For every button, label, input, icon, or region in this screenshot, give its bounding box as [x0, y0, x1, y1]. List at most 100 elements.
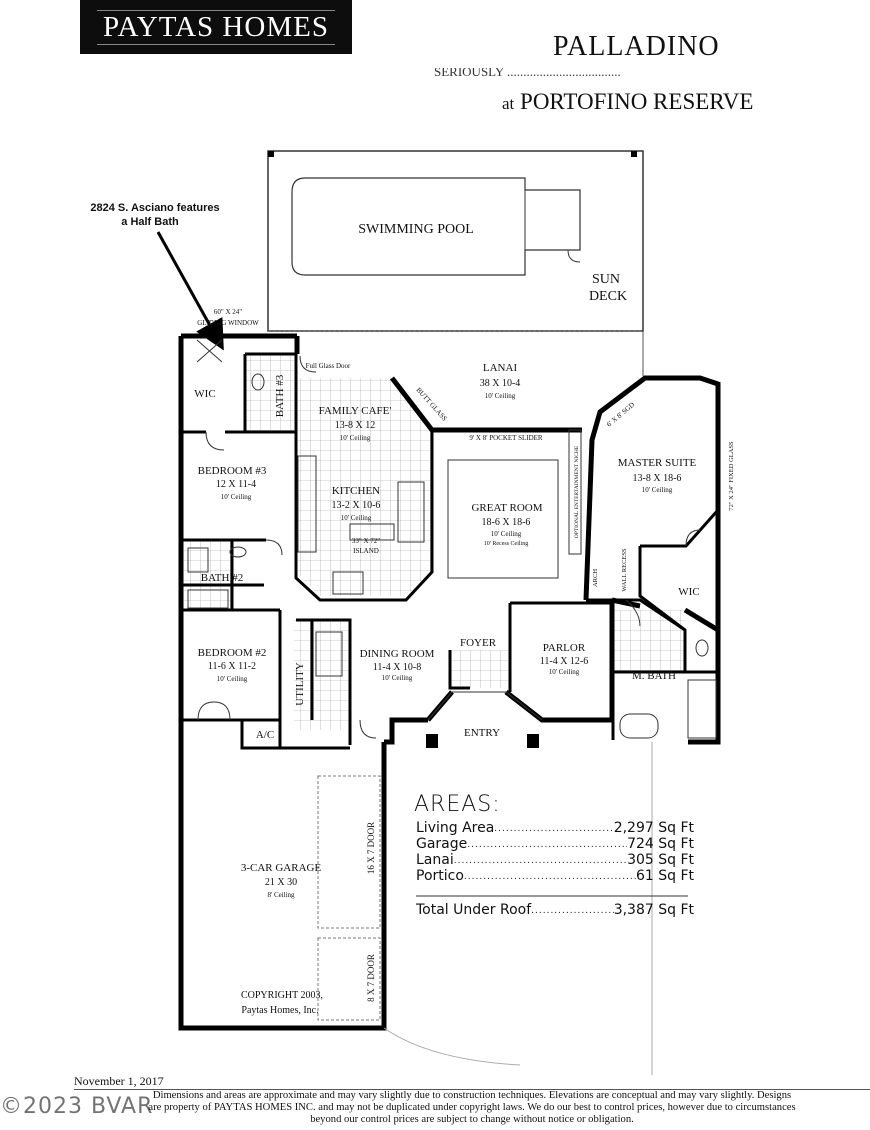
- label-kitchen-ceiling: 10' Ceiling: [341, 514, 372, 522]
- label-entry: ENTRY: [464, 727, 500, 739]
- label-dining-ceiling: 10' Ceiling: [382, 674, 413, 682]
- label-kitchen-dim: 13-2 X 10-6: [332, 500, 381, 511]
- label-pocket-slider: 9' X 8' POCKET SLIDER: [469, 434, 543, 442]
- label-lanai-ceiling: 10' Ceiling: [485, 392, 516, 400]
- area-value: 2,297 Sq Ft: [613, 820, 694, 836]
- community-name: PORTOFINO RESERVE: [520, 89, 754, 114]
- label-island-2: ISLAND: [353, 547, 379, 555]
- area-label: Garage: [416, 836, 468, 852]
- label-window-2: GLIDING WINDOW: [197, 319, 259, 327]
- label-wic-1: WIC: [194, 388, 215, 400]
- community-prefix: at: [502, 94, 515, 113]
- disclaimer-line: Dimensions and areas are approximate and…: [152, 1090, 792, 1101]
- label-pool: SWIMMING POOL: [358, 222, 474, 237]
- label-master-suite-ceiling: 10' Ceiling: [642, 486, 673, 494]
- label-bedroom3: BEDROOM #3: [198, 465, 267, 477]
- label-master-suite-dim: 13-8 X 18-6: [633, 473, 682, 484]
- label-wic-2: WIC: [678, 586, 699, 598]
- label-master-suite: MASTER SUITE: [618, 457, 697, 469]
- label-copyright-2: Paytas Homes, Inc.: [241, 1005, 318, 1016]
- obscured-subtitle: SERIOUSLY ..............................…: [434, 68, 621, 79]
- area-value: 61 Sq Ft: [635, 868, 694, 884]
- area-value: 3,387 Sq Ft: [613, 902, 694, 918]
- disclaimer-line: beyond our control prices are subject to…: [310, 1114, 634, 1125]
- brand-logo: PAYTAS HOMES: [80, 0, 352, 54]
- label-bedroom3-dim: 12 X 11-4: [216, 479, 256, 490]
- label-full-glass-door: Full Glass Door: [306, 362, 351, 370]
- callout-line2: a Half Bath: [121, 216, 179, 228]
- label-dining-dim: 11-4 X 10-8: [373, 662, 422, 673]
- label-bedroom2: BEDROOM #2: [198, 647, 267, 659]
- label-family-cafe-ceiling: 10' Ceiling: [340, 434, 371, 442]
- label-ac: A/C: [256, 729, 274, 741]
- area-label: Living Area: [416, 820, 495, 836]
- room-labels: 2824 S. Asciano features a Half Bath SWI…: [90, 202, 735, 1016]
- pool-outline: [291, 177, 581, 276]
- area-row-total: Total Under Roof........................…: [416, 902, 694, 918]
- area-value: 724 Sq Ft: [627, 836, 694, 852]
- door-swings: [196, 339, 701, 739]
- label-wall-recess: WALL RECESS: [621, 548, 628, 592]
- area-row-lanai: Lanai...................................…: [416, 852, 694, 868]
- label-dining: DINING ROOM: [360, 648, 435, 660]
- label-family-cafe-dim: 13-8 X 12: [335, 420, 376, 431]
- callout-arrow: [156, 231, 224, 351]
- label-bedroom2-ceiling: 10' Ceiling: [217, 675, 248, 683]
- label-garage-dim: 21 X 30: [265, 877, 297, 888]
- label-garage-ceiling: 8' Ceiling: [267, 891, 295, 899]
- label-great-room-ceiling: 10' Ceiling: [491, 530, 522, 538]
- entry-columns: [426, 734, 539, 748]
- brand-name: PAYTAS HOMES: [97, 9, 335, 45]
- model-title: PALLADINO: [553, 31, 720, 62]
- entry-bay: [427, 691, 543, 721]
- area-row-living: Living Area.............................…: [416, 820, 694, 836]
- area-value: 305 Sq Ft: [627, 852, 694, 868]
- label-fixed-glass: 72" X 24" FIXED GLASS: [728, 441, 735, 511]
- label-great-room-dim: 18-6 X 18-6: [482, 517, 531, 528]
- callout-line1: 2824 S. Asciano features: [90, 202, 219, 214]
- label-utility: UTILITY: [294, 662, 306, 705]
- plan-date: November 1, 2017: [74, 1074, 164, 1088]
- label-copyright-1: COPYRIGHT 2003,: [241, 990, 323, 1001]
- label-bedroom2-dim: 11-6 X 11-2: [208, 661, 256, 672]
- label-great-room: GREAT ROOM: [471, 502, 542, 514]
- great-room-recess: [447, 459, 559, 579]
- label-lanai: LANAI: [483, 362, 518, 374]
- label-family-cafe: FAMILY CAFE': [319, 405, 392, 417]
- label-deck: DECK: [589, 289, 627, 304]
- footer-rule: [74, 1089, 870, 1090]
- area-label: Portico: [416, 868, 464, 884]
- label-m-bath: M. BATH: [632, 670, 676, 682]
- areas-title: AREAS:: [414, 792, 501, 817]
- label-arch: ARCH: [592, 569, 599, 587]
- label-lanai-dim: 38 X 10-4: [480, 378, 521, 389]
- label-bath2: BATH #2: [201, 572, 243, 584]
- label-window: 60" X 24": [214, 308, 242, 316]
- area-row-garage: Garage..................................…: [416, 836, 694, 852]
- pool-area: [267, 150, 644, 376]
- community-title: at PORTOFINO RESERVE: [502, 89, 753, 115]
- label-door-16: 16 X 7 DOOR: [366, 822, 376, 874]
- label-kitchen: KITCHEN: [332, 485, 380, 497]
- label-great-room-recess: 10' Recess Ceiling: [484, 541, 528, 547]
- label-parlor-ceiling: 10' Ceiling: [549, 668, 580, 676]
- label-parlor: PARLOR: [543, 642, 586, 654]
- label-garage: 3-CAR GARAGE: [241, 862, 322, 874]
- label-bath3: BATH #3: [274, 374, 286, 417]
- label-parlor-dim: 11-4 X 12-6: [540, 656, 589, 667]
- label-ent-niche: OPTIONAL ENTERTAINMENT NICHE: [574, 445, 580, 538]
- label-bedroom3-ceiling: 10' Ceiling: [221, 493, 252, 501]
- label-door-8: 8 X 7 DOOR: [366, 954, 376, 1002]
- label-sun: SUN: [592, 272, 620, 287]
- kitchen-fixtures: [187, 373, 717, 739]
- disclaimer-line: are property of PAYTAS HOMES INC. and ma…: [148, 1102, 796, 1113]
- label-island-1: 33" X 72": [352, 537, 380, 545]
- label-foyer: FOYER: [460, 637, 497, 649]
- garage-doors: [317, 775, 381, 1021]
- disclaimer: Dimensions and areas are approximate and…: [76, 1090, 868, 1126]
- area-label: Total Under Roof: [416, 902, 532, 918]
- area-label: Lanai: [416, 852, 454, 868]
- area-row-portico: Portico.................................…: [416, 868, 694, 884]
- watermark: ©2023 BVAR: [0, 1094, 154, 1119]
